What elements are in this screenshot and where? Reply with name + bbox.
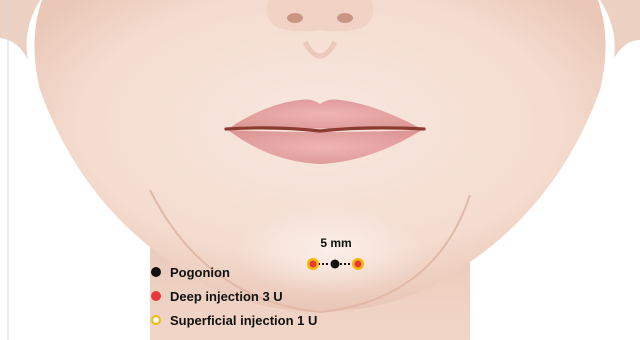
distance-label: 5 mm bbox=[312, 236, 360, 250]
pogonion-point bbox=[331, 260, 340, 269]
nose bbox=[266, 0, 373, 32]
legend-item-deep-injection: Deep injection 3 U bbox=[151, 286, 317, 306]
yellow-ring-icon bbox=[151, 315, 161, 325]
legend: Pogonion Deep injection 3 U Superficial … bbox=[151, 262, 317, 334]
right-injection-inner bbox=[355, 261, 362, 268]
legend-label: Superficial injection 1 U bbox=[170, 313, 317, 328]
left-ear bbox=[0, 0, 40, 60]
red-dot-icon bbox=[151, 291, 161, 301]
legend-label: Pogonion bbox=[170, 265, 230, 280]
legend-item-pogonion: Pogonion bbox=[151, 262, 317, 282]
black-dot-icon bbox=[151, 267, 161, 277]
legend-item-superficial-injection: Superficial injection 1 U bbox=[151, 310, 317, 330]
right-ear bbox=[600, 0, 640, 58]
legend-label: Deep injection 3 U bbox=[170, 289, 283, 304]
right-nostril bbox=[337, 13, 353, 23]
left-nostril bbox=[287, 13, 303, 23]
